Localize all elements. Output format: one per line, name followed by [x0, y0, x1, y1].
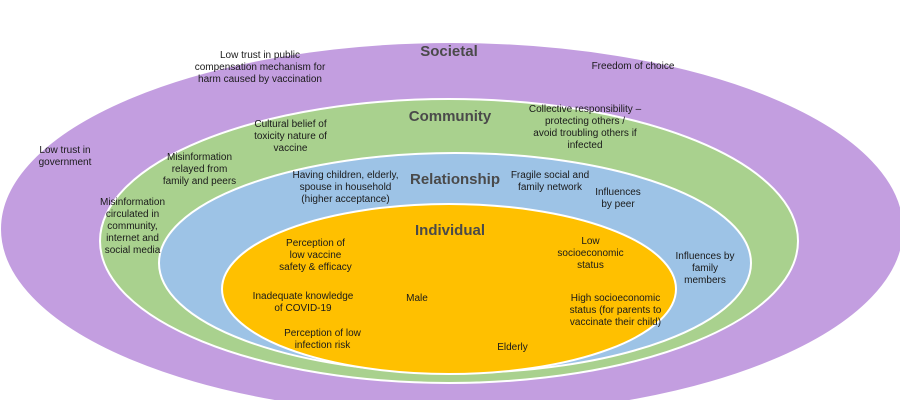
societal-label-government: Low trust in government	[38, 145, 92, 168]
community-label-cultural-belief: Cultural belief of toxicity nature of va…	[254, 119, 327, 154]
relationship-label-family-members: Influences by family members	[675, 251, 735, 286]
societal-label-freedom: Freedom of choice	[591, 61, 675, 72]
relationship-label-fragile-network: Fragile social and family network	[510, 170, 590, 193]
societal-label-compensation: Low trust in public compensation mechani…	[194, 50, 326, 85]
community-label-collective: Collective responsibility – protecting o…	[528, 104, 642, 151]
individual-ring	[221, 203, 677, 375]
individual-label-high-ses: High socioeconomic status (for parents t…	[569, 293, 662, 328]
individual-label-male: Male	[406, 293, 428, 304]
individual-label-elderly: Elderly	[497, 342, 528, 353]
individual-label-vaccine-safety: Perception of low vaccine safety & effic…	[279, 238, 352, 273]
community-title: Community	[408, 108, 492, 125]
individual-label-infection-risk: Perception of low infection risk	[284, 328, 361, 351]
community-label-misinfo-social: Misinformation circulated in community, …	[99, 197, 166, 256]
societal-title: Societal	[420, 43, 478, 60]
individual-title: Individual	[414, 222, 485, 239]
community-label-misinfo-family: Misinformation relayed from family and p…	[162, 152, 237, 187]
relationship-label-peer: Influences by peer	[595, 187, 641, 210]
relationship-label-household: Having children, elderly, spouse in hous…	[292, 170, 399, 205]
relationship-title: Relationship	[409, 171, 500, 188]
individual-label-low-ses: Low socioeconomic status	[557, 236, 624, 271]
individual-label-knowledge: Inadequate knowledge of COVID-19	[252, 291, 354, 314]
